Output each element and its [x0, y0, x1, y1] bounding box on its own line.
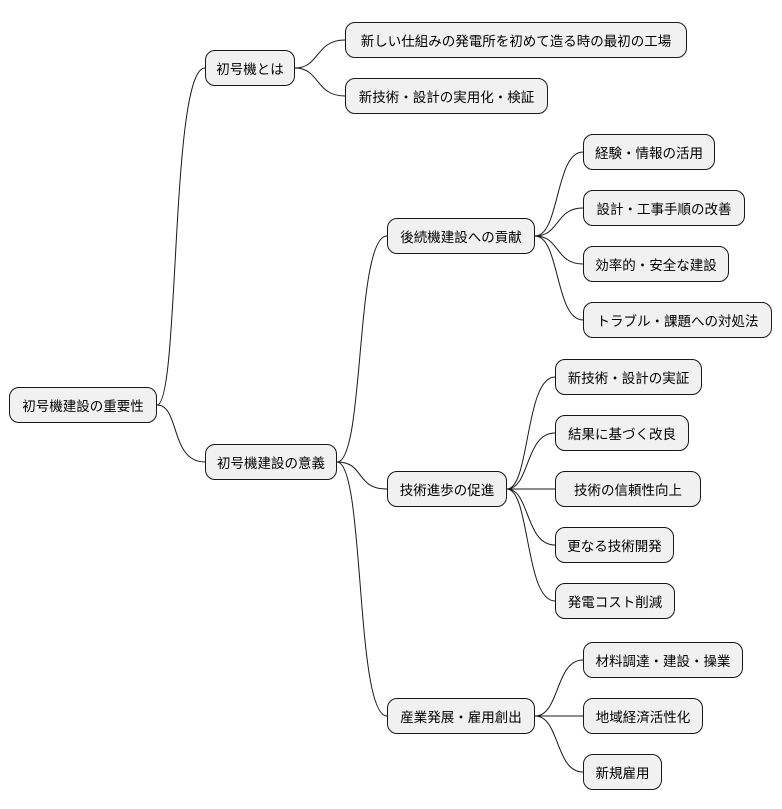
connector-root-to-branch-0 — [156, 67, 206, 406]
connector-branch-1-to-sub-1 — [336, 461, 388, 490]
leaf-node: 新技術・設計の実証 — [555, 359, 702, 395]
branch-node-what-is-first-unit: 初号機とは — [205, 50, 295, 86]
sub-branch-node: 産業発展・雇用創出 — [387, 698, 535, 734]
connector-branch-0-to-item-1 — [294, 67, 346, 97]
connector-sub-1-to-leaf-1 — [506, 432, 556, 490]
connector-sub-0-to-leaf-2 — [534, 235, 584, 265]
connector-sub-0-to-leaf-0 — [534, 151, 584, 237]
branch-node-significance: 初号機建設の意義 — [205, 444, 337, 480]
root-node: 初号機建設の重要性 — [9, 387, 157, 423]
connector-branch-0-to-item-0 — [294, 39, 346, 69]
leaf-node: 新規雇用 — [583, 754, 662, 790]
connector-sub-0-to-leaf-1 — [534, 207, 584, 237]
leaf-node: 結果に基づく改良 — [555, 415, 689, 451]
leaf-node: 材料調達・建設・操業 — [583, 642, 743, 678]
leaf-node: 新技術・設計の実用化・検証 — [345, 78, 548, 114]
connector-root-to-branch-1 — [156, 404, 206, 463]
leaf-node: 経験・情報の活用 — [583, 134, 715, 170]
connector-sub-0-to-leaf-3 — [534, 235, 584, 321]
leaf-node: トラブル・課題への対処法 — [583, 302, 772, 338]
sub-branch-node: 技術進歩の促進 — [387, 471, 507, 507]
connector-sub-1-to-leaf-4 — [506, 488, 556, 602]
connector-sub-2-to-leaf-0 — [534, 659, 584, 717]
leaf-node: 地域経済活性化 — [583, 698, 703, 734]
connector-branch-1-to-sub-2 — [336, 461, 388, 717]
leaf-node: 技術の信頼性向上 — [555, 471, 701, 507]
leaf-node: 発電コスト削減 — [555, 583, 675, 619]
leaf-node: 設計・工事手順の改善 — [583, 190, 745, 226]
leaf-node: 更なる技術開発 — [555, 527, 674, 563]
connector-sub-2-to-leaf-2 — [534, 715, 584, 773]
connector-branch-1-to-sub-0 — [336, 235, 388, 463]
sub-branch-node: 後続機建設への貢献 — [387, 218, 535, 254]
connector-sub-1-to-leaf-0 — [506, 376, 556, 490]
connector-sub-1-to-leaf-3 — [506, 488, 556, 546]
leaf-node: 効率的・安全な建設 — [583, 246, 729, 282]
leaf-node: 新しい仕組みの発電所を初めて造る時の最初の工場 — [345, 22, 687, 58]
